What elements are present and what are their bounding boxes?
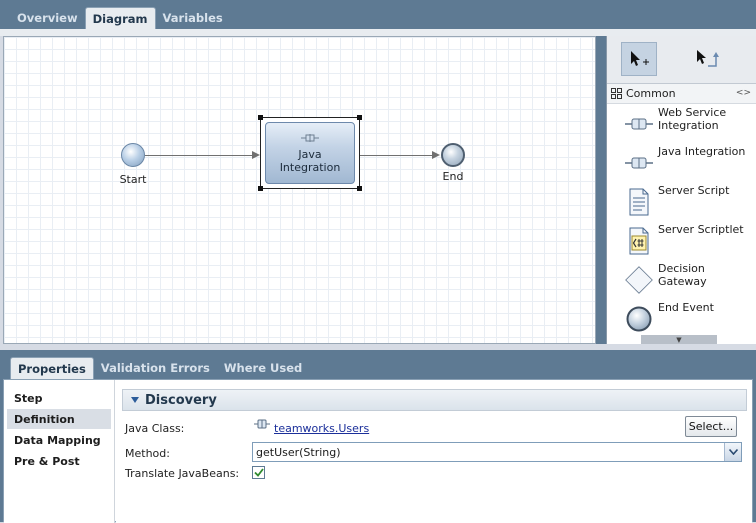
palette-item-server-scriptlet[interactable]: Server Scriptlet — [607, 221, 756, 260]
palette-item-java-integration[interactable]: Java Integration — [607, 143, 756, 182]
diagram-canvas[interactable]: Start Java Integration End — [3, 36, 596, 344]
method-label: Method: — [125, 447, 170, 460]
web-service-integration-icon — [624, 110, 654, 138]
nav-step[interactable]: Step — [14, 391, 43, 405]
palette-item-label: Decision Gateway — [658, 262, 707, 288]
chevron-down-icon[interactable] — [724, 443, 741, 461]
decision-gateway-icon — [624, 266, 654, 294]
translate-javabeans-checkbox[interactable] — [252, 466, 265, 479]
select-tool-button[interactable] — [621, 42, 657, 76]
palette-item-server-script[interactable]: Server Script — [607, 182, 756, 221]
resize-handle-bottom-left[interactable] — [258, 186, 263, 191]
palette-item-label: End Event — [658, 301, 714, 314]
server-scriptlet-icon — [624, 227, 654, 255]
expand-triangle-icon — [131, 397, 139, 403]
palette-item-label: Java Integration — [658, 145, 746, 158]
palette-item-decision-gateway[interactable]: Decision Gateway — [607, 260, 756, 299]
tab-where-used[interactable]: Where Used — [223, 361, 303, 375]
server-script-icon — [624, 188, 654, 216]
properties-nav: Step Definition Data Mapping Pre & Post — [4, 380, 115, 523]
java-integration-icon — [624, 149, 654, 177]
java-class-icon — [254, 418, 270, 433]
editor-tab-bar: Overview Diagram Variables — [0, 0, 756, 36]
resize-handle-top-left[interactable] — [258, 115, 263, 120]
end-event-node[interactable] — [441, 143, 465, 167]
select-class-button[interactable]: Select... — [685, 416, 737, 437]
palette-grid-icon — [611, 88, 622, 99]
java-class-label: Java Class: — [125, 422, 185, 435]
checkmark-icon — [253, 468, 264, 477]
collapse-icon[interactable]: <> — [735, 88, 751, 98]
nav-data-mapping[interactable]: Data Mapping — [14, 433, 101, 447]
resize-handle-bottom-right[interactable] — [357, 186, 362, 191]
java-class-link[interactable]: teamworks.Users — [274, 422, 370, 435]
section-title: Discovery — [145, 392, 217, 408]
definition-content: Discovery Java Class: teamworks.Users Se… — [116, 380, 752, 523]
palette-item-label: Server Scriptlet — [658, 223, 744, 236]
connect-tool-button[interactable] — [689, 42, 725, 76]
connection-tool-icon — [697, 50, 719, 67]
arrowhead-icon — [252, 151, 260, 159]
properties-panel: Properties Validation Errors Where Used … — [0, 350, 756, 523]
tab-diagram[interactable]: Diagram — [84, 7, 156, 29]
sequence-flow-task-to-end[interactable] — [360, 155, 432, 156]
palette-item-web-service-integration[interactable]: Web Service Integration — [607, 104, 756, 143]
end-event-label: End — [442, 170, 464, 183]
palette-panel: Common <> Web Service Integration Java I… — [606, 36, 756, 344]
select-arrow-icon — [631, 51, 649, 66]
tab-properties[interactable]: Properties — [10, 357, 94, 379]
start-event-label: Start — [119, 173, 147, 186]
sequence-flow-start-to-task[interactable] — [145, 155, 252, 156]
properties-body: Step Definition Data Mapping Pre & Post … — [3, 379, 753, 523]
translate-javabeans-label: Translate JavaBeans: — [125, 467, 240, 480]
palette-item-end-event[interactable]: End Event — [607, 299, 756, 338]
palette-splitter[interactable] — [596, 36, 606, 344]
java-integration-icon — [301, 133, 319, 146]
palette-section-common[interactable]: Common <> — [607, 84, 756, 104]
palette-item-label: Web Service Integration — [658, 106, 727, 132]
tab-variables[interactable]: Variables — [162, 11, 223, 25]
method-select[interactable]: getUser(String) — [252, 442, 742, 462]
tab-validation-errors[interactable]: Validation Errors — [100, 361, 210, 375]
palette-scroll-down-button[interactable]: ▼ — [641, 335, 717, 344]
task-body: Java Integration — [265, 122, 355, 184]
tab-overview[interactable]: Overview — [17, 11, 78, 25]
discovery-section-header[interactable]: Discovery — [122, 389, 747, 411]
tab-underline — [0, 29, 756, 36]
nav-definition[interactable]: Definition — [7, 409, 111, 429]
resize-handle-top-right[interactable] — [357, 115, 362, 120]
nav-pre-and-post[interactable]: Pre & Post — [14, 454, 80, 468]
arrowhead-icon — [432, 151, 440, 159]
palette-section-label: Common — [626, 87, 676, 100]
java-integration-task-node[interactable]: Java Integration — [258, 115, 362, 191]
palette-toolbar — [607, 36, 756, 84]
method-select-value: getUser(String) — [256, 445, 341, 459]
palette-item-label: Server Script — [658, 184, 730, 197]
task-label: Java Integration — [279, 147, 341, 174]
end-event-icon — [624, 305, 654, 333]
start-event-node[interactable] — [121, 143, 145, 167]
